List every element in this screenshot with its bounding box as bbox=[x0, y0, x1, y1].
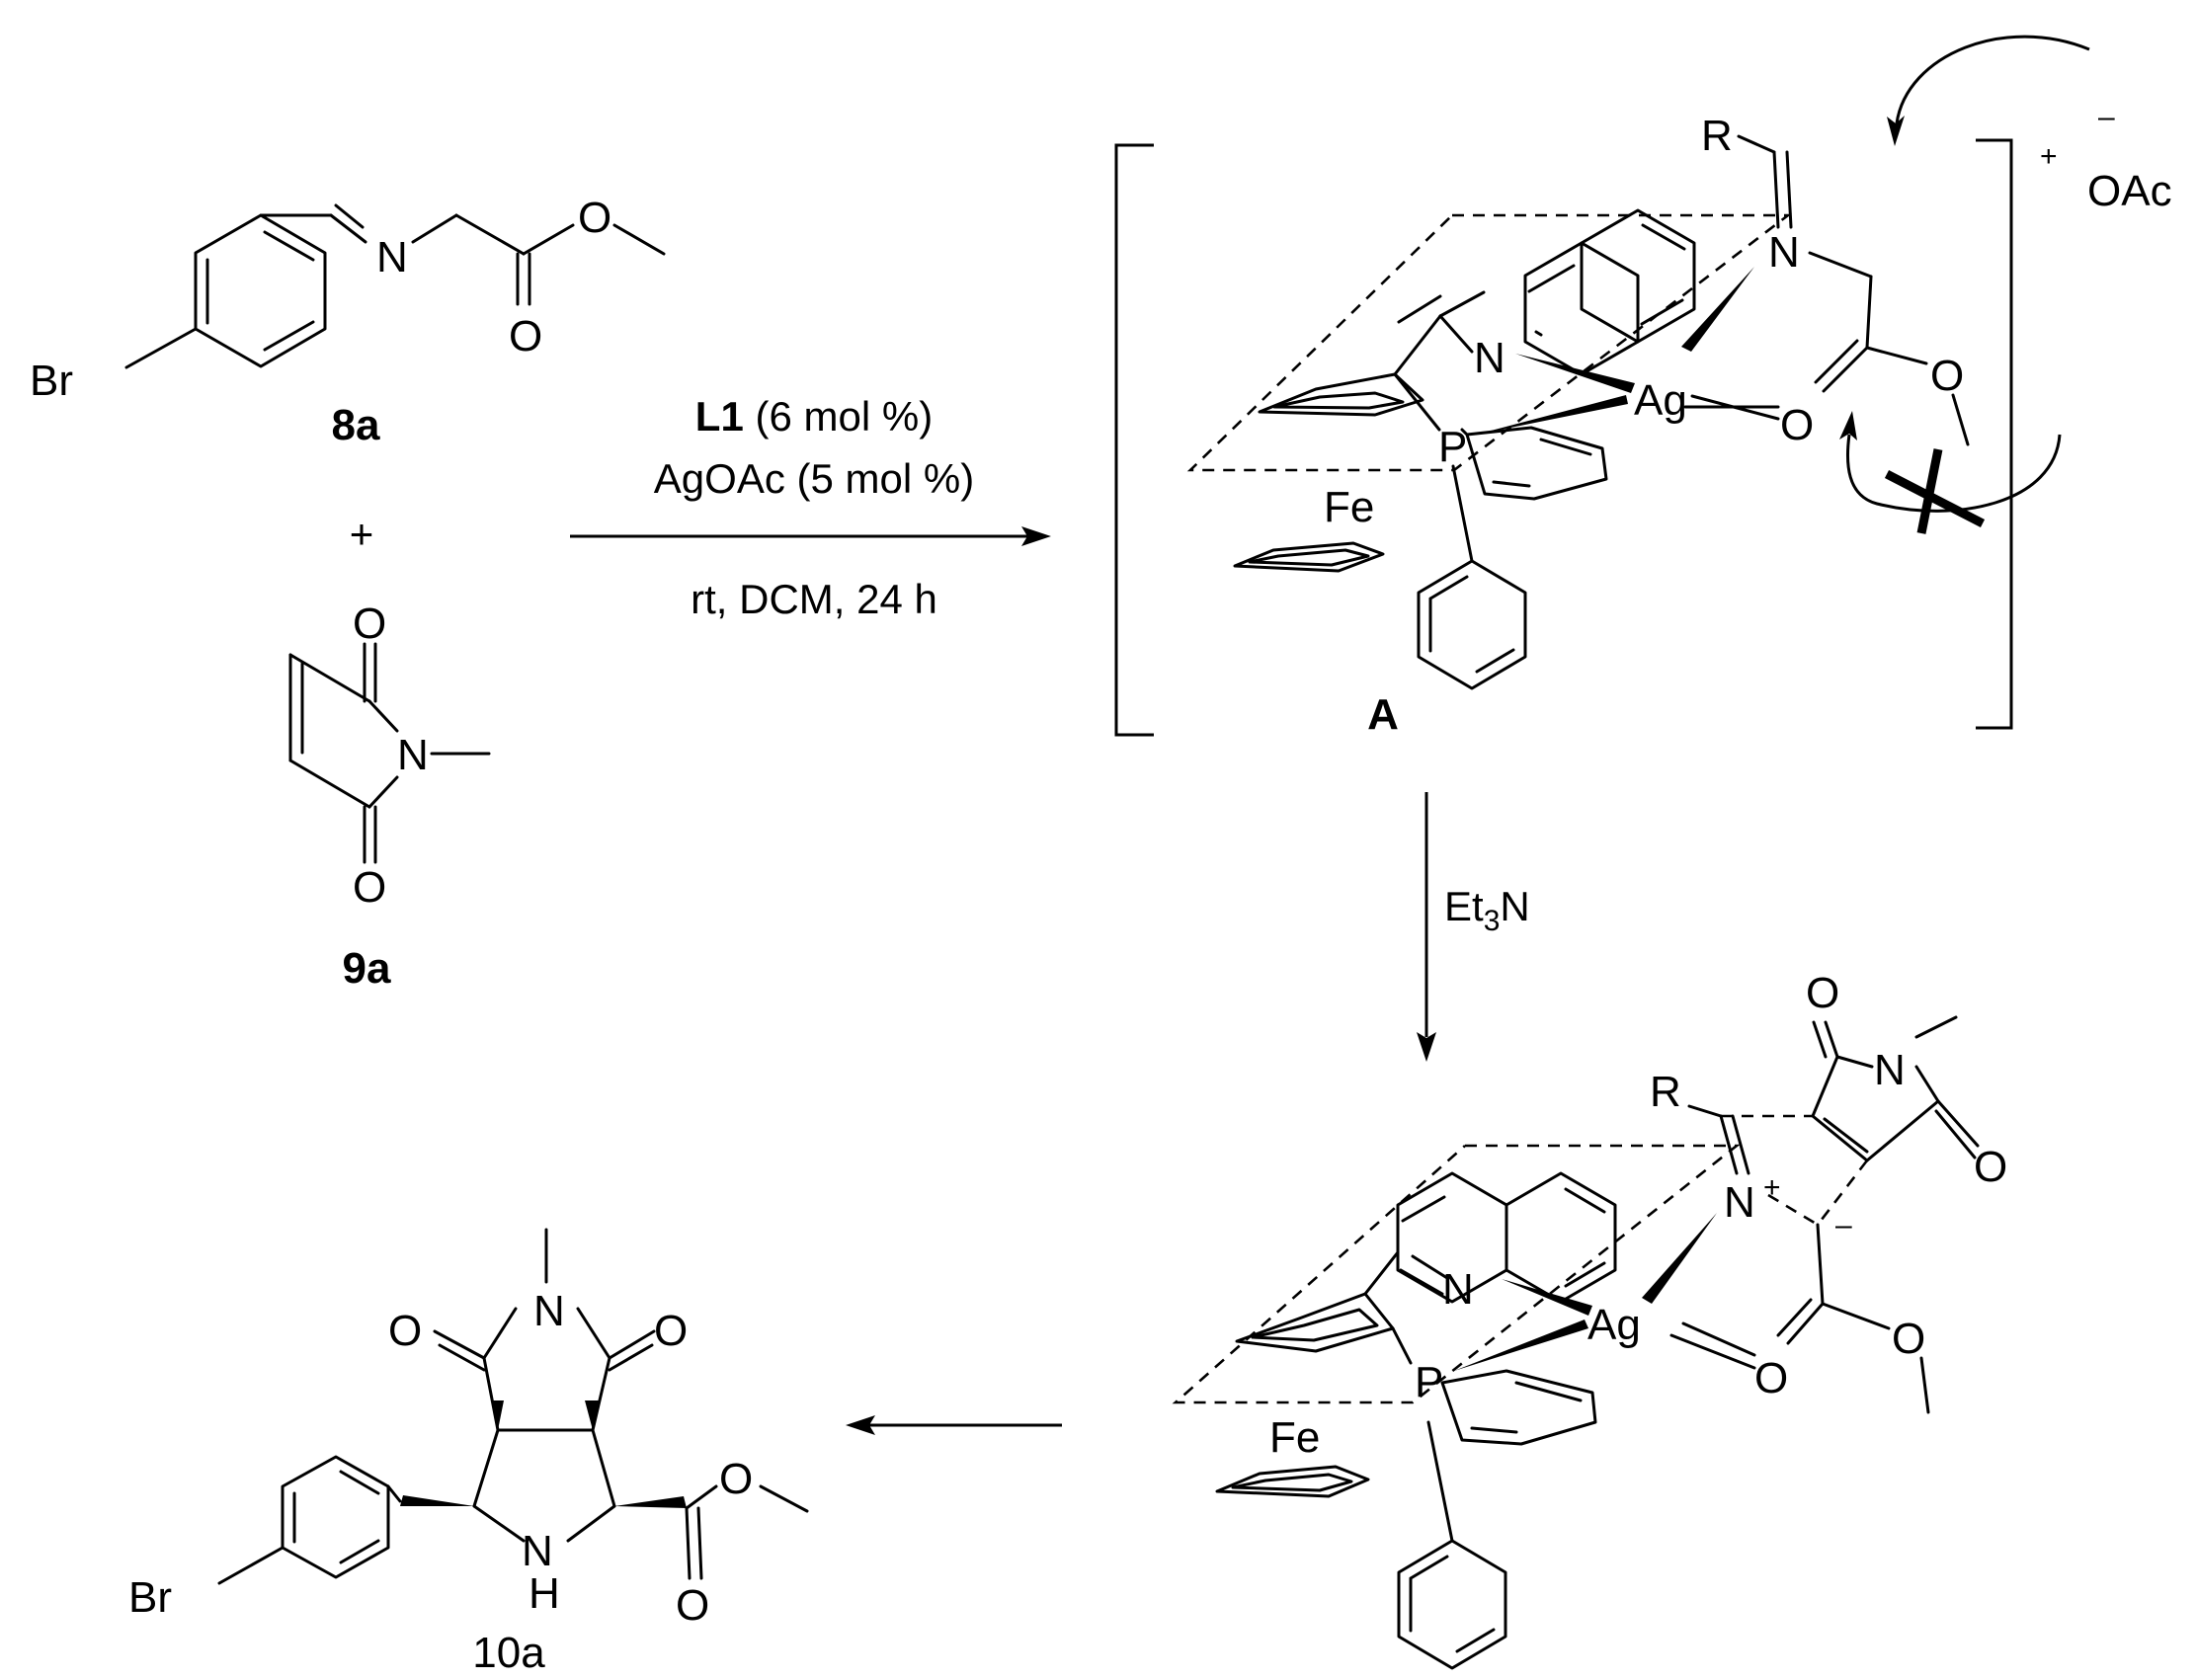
product-10a: N O O N H O O Br 10a bbox=[128, 1228, 809, 1677]
reaction-arrow-2: Et3N bbox=[1417, 792, 1530, 1062]
oxygen-atom-label: O bbox=[509, 312, 542, 360]
imide-nitrogen-label: N bbox=[1874, 1046, 1906, 1094]
phosphorus-atom-label: P bbox=[1438, 423, 1467, 471]
silver-atom-label: Ag bbox=[1587, 1301, 1641, 1349]
complex-charge: + bbox=[2040, 140, 2058, 173]
catalyst-label: L1 (6 mol %) bbox=[695, 393, 933, 440]
oxygen-atom-label: O bbox=[353, 600, 386, 648]
coordinating-oxygen-label: O bbox=[1754, 1354, 1788, 1402]
imide-nitrogen-label: N bbox=[533, 1287, 565, 1335]
compound-label-8a: 8a bbox=[332, 401, 380, 449]
oxygen-atom-label: O bbox=[353, 863, 386, 912]
acetate-counterion: OAc bbox=[2087, 167, 2172, 215]
oxygen-atom-label: O bbox=[1974, 1143, 2007, 1191]
ether-oxygen-label: O bbox=[1930, 352, 1964, 400]
phosphorus-atom-label: P bbox=[1415, 1358, 1443, 1406]
oxygen-atom-label: O bbox=[1806, 969, 1839, 1017]
ether-oxygen-label: O bbox=[1892, 1315, 1925, 1363]
bromine-atom-label: Br bbox=[128, 1573, 172, 1622]
iminium-nitrogen-label: N bbox=[1724, 1178, 1755, 1227]
compound-9a: O N O 9a bbox=[288, 600, 491, 993]
compound-8a: Br N O O 8a bbox=[30, 194, 666, 449]
quinoline-nitrogen-label: N bbox=[1474, 334, 1505, 382]
reaction-arrow-1: L1 (6 mol %) AgOAc (5 mol %) rt, DCM, 24… bbox=[570, 393, 1051, 622]
amine-hydrogen-label: H bbox=[529, 1569, 560, 1618]
intermediate-a: + – OAc Fe bbox=[1114, 35, 2172, 739]
coordinating-oxygen-label: O bbox=[1780, 401, 1814, 449]
conditions-label: rt, DCM, 24 h bbox=[691, 576, 937, 622]
imine-nitrogen-label: N bbox=[1768, 228, 1800, 277]
base-label: Et3N bbox=[1444, 883, 1530, 937]
left-bracket bbox=[1114, 143, 1154, 737]
carbonyl-oxygen-label: O bbox=[676, 1581, 709, 1630]
silver-atom-label: Ag bbox=[1634, 376, 1687, 425]
ether-oxygen-label: O bbox=[719, 1455, 753, 1503]
counterion-charge: – bbox=[2098, 101, 2115, 133]
iron-atom-label: Fe bbox=[1269, 1413, 1320, 1462]
compound-label-10a: 10a bbox=[472, 1629, 545, 1677]
quinoline-nitrogen-label: N bbox=[1442, 1265, 1474, 1314]
oxygen-atom-label: O bbox=[578, 194, 611, 242]
negative-charge: – bbox=[1835, 1209, 1852, 1241]
oxygen-atom-label: O bbox=[654, 1307, 688, 1355]
reaction-arrow-3 bbox=[846, 1415, 1062, 1435]
plus-sign: + bbox=[350, 511, 374, 557]
iron-atom-label: Fe bbox=[1324, 483, 1374, 531]
positive-charge: + bbox=[1763, 1171, 1781, 1204]
right-bracket bbox=[1976, 138, 2013, 730]
compound-label-9a: 9a bbox=[343, 944, 391, 993]
oxygen-atom-label: O bbox=[388, 1307, 422, 1355]
intermediate-label-a: A bbox=[1367, 690, 1399, 739]
r-group-label: R bbox=[1701, 112, 1733, 160]
metal-salt-label: AgOAc (5 mol %) bbox=[654, 455, 974, 502]
nitrogen-atom-label: N bbox=[397, 731, 429, 779]
amine-nitrogen-label: N bbox=[522, 1527, 553, 1575]
intermediate-b: Fe bbox=[1172, 969, 2007, 1670]
r-group-label: R bbox=[1650, 1068, 1681, 1116]
nitrogen-atom-label: N bbox=[376, 233, 408, 281]
bromine-atom-label: Br bbox=[30, 357, 73, 405]
